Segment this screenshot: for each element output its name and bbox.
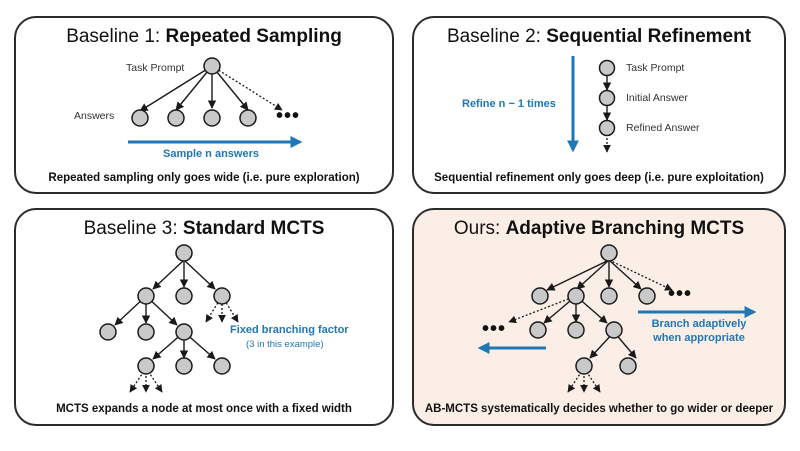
panel-title: Ours: Adaptive Branching MCTS xyxy=(453,218,745,239)
task-prompt-node xyxy=(598,59,616,77)
repeated-sampling-tree xyxy=(128,57,303,148)
panel-standard-mcts: Baseline 3: Standard MCTS Fixed branchi xyxy=(14,208,394,426)
panel-repeated-sampling: Baseline 1: Repeated Sampling Task Promp… xyxy=(14,16,394,194)
panel-caption: Repeated sampling only goes wide (i.e. p… xyxy=(48,172,360,184)
answer-node xyxy=(167,109,185,127)
task-prompt-node xyxy=(203,57,221,75)
initial-answer-label: Initial Answer xyxy=(626,92,688,104)
branch-adaptively-line1: Branch adaptively xyxy=(651,318,747,330)
answer-node xyxy=(239,109,257,127)
sequential-chain xyxy=(567,56,616,153)
panel-title: Baseline 1: Repeated Sampling xyxy=(66,26,342,47)
answer-node xyxy=(203,109,221,127)
task-prompt-label: Task Prompt xyxy=(126,62,185,74)
sample-n-label: Sample n answers xyxy=(163,148,259,160)
refine-label: Refine n − 1 times xyxy=(462,98,556,110)
refined-answer-node xyxy=(598,119,616,137)
refined-answer-label: Refined Answer xyxy=(626,122,700,134)
panel-sequential-refinement: Baseline 2: Sequential Refinement Refine… xyxy=(412,16,786,194)
ab-mcts-tree xyxy=(477,244,757,393)
initial-answer-node xyxy=(598,89,616,107)
standard-mcts-tree xyxy=(99,244,239,393)
ellipsis-right: ••• xyxy=(668,283,693,305)
branch-adaptively-line2: when appropriate xyxy=(653,332,745,344)
panel-title: Baseline 2: Sequential Refinement xyxy=(446,26,752,47)
answers-label: Answers xyxy=(74,110,115,122)
panel-caption: MCTS expands a node at most once with a … xyxy=(56,403,352,415)
fixed-branching-sub: (3 in this example) xyxy=(246,339,324,350)
fixed-branching-label: Fixed branching factor xyxy=(230,324,349,336)
panel-caption: AB-MCTS systematically decides whether t… xyxy=(424,403,774,415)
ellipsis: ••• xyxy=(276,105,301,127)
panel-title: Baseline 3: Standard MCTS xyxy=(83,218,325,239)
task-prompt-label: Task Prompt xyxy=(626,62,685,74)
answer-node xyxy=(131,109,149,127)
panel-caption: Sequential refinement only goes deep (i.… xyxy=(434,172,764,184)
ellipsis-left: ••• xyxy=(482,318,507,340)
panel-ab-mcts: Ours: Adaptive Branching MCTS ••• xyxy=(412,208,786,426)
